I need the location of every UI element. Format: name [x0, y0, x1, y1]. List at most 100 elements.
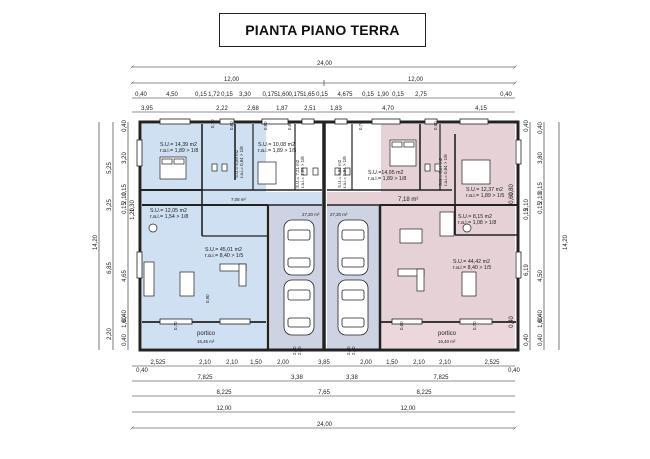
dim-bottom-row2: 7,825 [433, 375, 449, 381]
corridor-right-floor [327, 192, 442, 205]
dim-right-outer: 0,15 [538, 202, 544, 214]
dim-right-inner: 0,15 [524, 208, 530, 220]
area-garage-right: 27,20 m² [330, 212, 348, 217]
kitchen-counter [439, 211, 455, 237]
room-rai-left-small-b: r.a.i.= 1,89 > 1/8 [300, 156, 305, 188]
door-size: 0,80 [287, 121, 292, 130]
door-size: 0,90 [205, 294, 210, 303]
dim-left-inner: 4,65 [122, 270, 128, 282]
garage-door-size: 2,10 [351, 346, 356, 355]
dim-top-half-left: 12,00 [224, 77, 240, 83]
dim-row2: 0,175 [288, 92, 304, 98]
room-rai-left-bed1: r.a.i.= 1,89 > 1/8 [160, 148, 198, 154]
corridor-left-floor [202, 192, 322, 205]
sofa-icon [416, 268, 425, 292]
dim-left-outer: 3,25 [107, 199, 113, 211]
dim-bottom-row1: 1,50 [250, 360, 262, 366]
door-size: 0,80 [229, 121, 234, 130]
bed-icon [257, 161, 277, 185]
dim-bottom-row2: 3,38 [346, 375, 358, 381]
dim-left-total: 14,20 [93, 234, 99, 250]
dim-bottom-row2: 3,38 [291, 375, 303, 381]
right-portico-floor [381, 322, 515, 348]
dim-left-inner: 2,10 [122, 192, 128, 204]
dim-bottom-row1: 2,525 [150, 360, 166, 366]
dim-right-inner: 6,19 [524, 264, 530, 276]
dim-row2: 0,40 [500, 92, 512, 98]
dim-right-inner: 2,10 [524, 199, 530, 211]
door-size: 0,60 [399, 321, 404, 330]
dim-bottom-row1: 2,10 [199, 360, 211, 366]
dim-left-inner: 1,60 [122, 316, 128, 328]
room-su-left-living: S.U.= 45,01 m2 [205, 247, 242, 253]
room-rai-left-living: r.a.i.= 8,40 > 1/5 [205, 253, 243, 259]
door-size: 0,80 [263, 121, 268, 130]
dim-left-inner: 3,20 [122, 152, 128, 164]
area-garage-left: 27,20 m² [302, 212, 320, 217]
dim-bottom-row1: 3,85 [318, 360, 330, 366]
dim-left-outer: 5,25 [107, 162, 113, 174]
dim-right-outer: 0,40 [538, 310, 544, 322]
plan-title: PIANTA PIANO TERRA [245, 22, 400, 38]
room-su-left-bed2: S.U.= 10,08 m2 [258, 142, 295, 148]
dim-left-inner: 0,40 [122, 120, 128, 132]
dim-left-small: 1,30 [130, 200, 136, 212]
plant-icon [148, 223, 158, 233]
door-size: 0,90 [433, 121, 438, 130]
dim-row2: 0,15 [221, 92, 233, 98]
room-labels: S.U.= 14,39 m2 r.a.i.= 1,89 > 1/8 S.U.= … [150, 142, 504, 344]
dim-right-outer: 2,10 [538, 192, 544, 204]
dim-row3: 1,87 [276, 106, 288, 112]
dim-left-outer: 2,20 [107, 328, 113, 340]
dim-right-small: 0,40 [509, 316, 515, 328]
area-portico-right: 16,40 m² [438, 339, 456, 344]
room-rai-right-living: r.a.i.= 8,40 > 1/5 [453, 265, 491, 271]
dim-right-outer: 4,50 [538, 270, 544, 282]
dim-row3: 2,68 [247, 106, 259, 112]
portico-label-right: portico [438, 331, 457, 337]
dim-row2: 1,90 [377, 92, 389, 98]
dim-right-small: 0,60 [509, 192, 515, 204]
table-icon [461, 271, 477, 297]
dim-row3: 2,22 [216, 106, 228, 112]
outer-wall [138, 120, 520, 352]
dim-row2: 0,15 [316, 92, 328, 98]
dim-bottom-row3: 8,225 [416, 390, 432, 396]
dim-bottom-row1: 2,10 [413, 360, 425, 366]
dim-row2: 0,15 [362, 92, 374, 98]
door-sizes: 0,70 0,80 0,80 0,80 0,70 0,90 0,90 0,70 … [173, 119, 477, 355]
dim-bottom-row4: 12,00 [216, 406, 232, 412]
dim-right-inner: 0,40 [524, 120, 530, 132]
garage-door-size: 2,50 [292, 346, 297, 355]
dimension-texts: 24,00 12,00 12,00 24,00 14,20 14,20 0,40… [93, 61, 569, 428]
room-su-right-living: S.U.= 44,42 m2 [453, 259, 490, 265]
area-portico-left: 16,45 m² [197, 339, 215, 344]
wc-icon [301, 167, 308, 176]
wc-icon [424, 163, 431, 172]
dim-bottom-row1: 2,10 [226, 360, 238, 366]
title-box: PIANTA PIANO TERRA [219, 13, 426, 47]
dim-row2: 2,75 [415, 92, 427, 98]
garage-door-size: 2,10 [297, 346, 302, 355]
left-portico-floor [142, 322, 266, 348]
sofa-icon [238, 263, 247, 287]
dim-bottom-row1-sub: 0,40 [508, 368, 520, 374]
door-size: 0,70 [472, 321, 477, 330]
dim-right-outer: 0,40 [538, 122, 544, 134]
dim-top-total: 24,00 [317, 61, 333, 67]
room-su-right-small-b: S.U.= 6,07 m2 [438, 157, 443, 186]
dim-bottom-row1: 2,00 [360, 360, 372, 366]
dim-bottom-row1: 1,50 [386, 360, 398, 366]
dim-row2: 1,72 [208, 92, 220, 98]
dimension-lines [98, 67, 560, 428]
door-size: 0,70 [173, 321, 178, 330]
wc-icon [334, 167, 341, 176]
dim-row3: 2,51 [304, 106, 316, 112]
area-corridor-left: 7,08 m² [231, 197, 246, 202]
room-su-left-bed1: S.U.= 14,39 m2 [160, 142, 197, 148]
room-su-left-small-b: S.U.= 7,21 m2 [295, 159, 300, 188]
room-su-right-bath: S.U.= 8,15 m2 [458, 214, 492, 220]
dim-row2: 3,30 [239, 92, 251, 98]
room-rai-left-bed2: r.a.i.= 1,89 > 1/5 [258, 148, 296, 154]
